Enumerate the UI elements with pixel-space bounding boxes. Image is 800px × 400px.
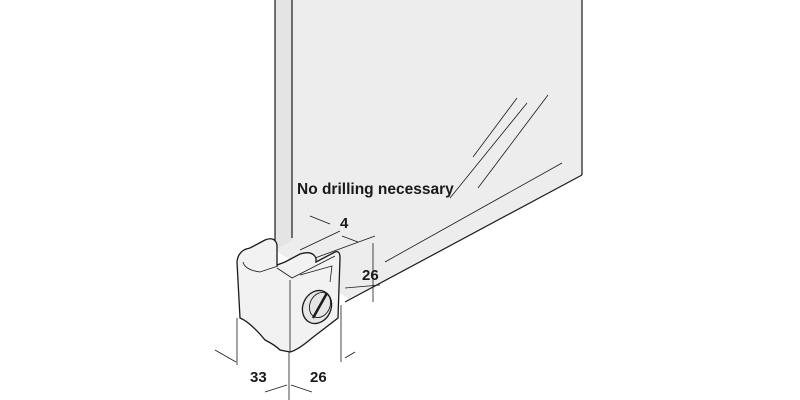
dim-thickness-label: 4: [340, 215, 349, 232]
dim-height-label: 26: [362, 267, 379, 284]
dim-side-width-label: 33: [250, 369, 267, 386]
glass-clip: [236, 238, 341, 353]
glass-panel: [274, 0, 583, 303]
dimension-lines: [214, 215, 381, 400]
dim-front-width-label: 26: [310, 369, 327, 386]
note-label: No drilling necessary: [297, 181, 454, 198]
